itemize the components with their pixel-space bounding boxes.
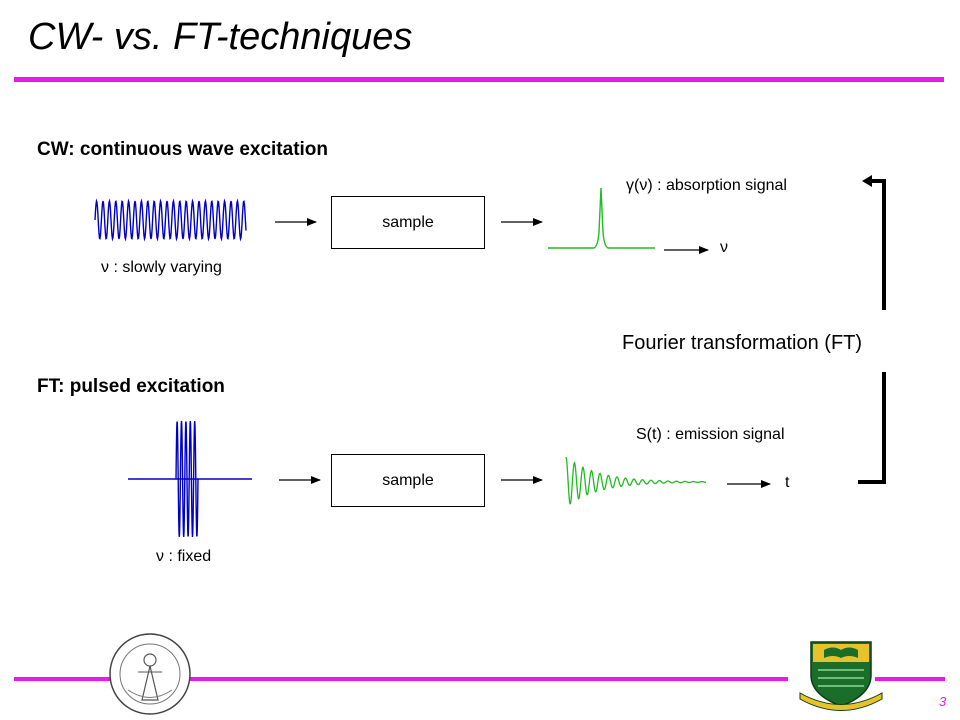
ft-axis-label: t [785, 474, 790, 491]
cw-input-wave [94, 198, 247, 242]
title-underline [14, 77, 944, 82]
page-number: 3 [939, 694, 947, 709]
cw-absorption-signal [548, 187, 655, 249]
ft-input-label: ν : fixed [156, 548, 212, 565]
ft-input-pulse [175, 420, 199, 538]
cw-sample-label: sample [382, 213, 434, 231]
ft-emission-signal [565, 456, 706, 505]
ft-bracket-lower [858, 372, 886, 484]
ft-bracket-upper [868, 179, 886, 310]
fourier-transform-label: Fourier transformation (FT) [622, 332, 863, 354]
cw-sample-box: sample [331, 196, 485, 249]
footer-rule-right [875, 677, 945, 681]
ft-bracket-arrowhead [862, 175, 872, 187]
cw-signal-label: γ(ν) : absorption signal [626, 177, 787, 194]
university-crest-icon [799, 641, 883, 711]
university-seal-icon [109, 633, 191, 715]
cw-input-label: ν : slowly varying [101, 259, 222, 276]
ft-sample-box: sample [331, 454, 485, 507]
ft-heading: FT: pulsed excitation [37, 376, 225, 397]
ft-sample-label: sample [382, 471, 434, 489]
slide-title: CW- vs. FT-techniques [28, 16, 413, 58]
cw-axis-label: ν [720, 239, 728, 256]
cw-heading: CW: continuous wave excitation [37, 139, 329, 160]
footer-rule-middle [190, 677, 788, 681]
ft-signal-label: S(t) : emission signal [636, 426, 785, 443]
footer-rule-left [14, 677, 110, 681]
